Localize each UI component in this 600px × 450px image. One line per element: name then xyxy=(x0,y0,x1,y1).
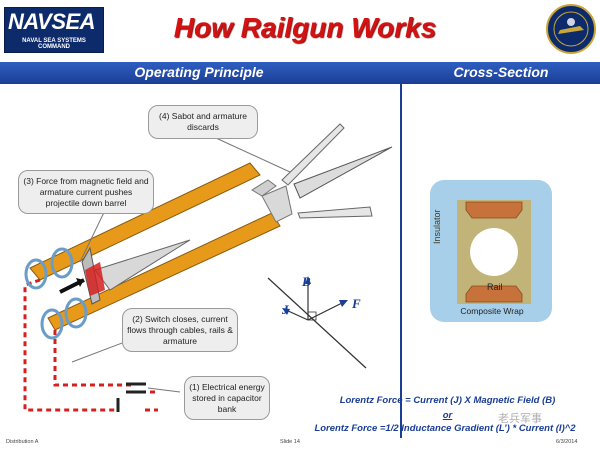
equation-or: or xyxy=(442,410,453,421)
callout-energy: (1) Electrical energy stored in capacito… xyxy=(184,376,270,420)
footer-date: 6/3/2014 xyxy=(556,439,578,445)
bore xyxy=(470,228,518,276)
rail-label: Rail xyxy=(487,282,503,292)
callout-sabot-discard: (4) Sabot and armature discards xyxy=(148,105,258,139)
lorentz-vector-diagram xyxy=(267,276,367,369)
composite-wrap-label: Composite Wrap xyxy=(460,306,524,316)
navsea-seal-icon xyxy=(546,4,596,54)
circuit-right xyxy=(53,330,135,387)
watermark: 老兵军事 xyxy=(498,413,542,425)
section-divider xyxy=(400,84,402,438)
rail-bottom xyxy=(465,285,523,303)
callout-switch: (2) Switch closes, current flows through… xyxy=(122,308,238,352)
cross-section-heading: Cross-Section xyxy=(453,64,549,80)
slide-title: How Railgun Works xyxy=(173,12,437,43)
rail-top xyxy=(465,201,523,219)
callout-force: (3) Force from magnetic field and armatu… xyxy=(18,170,154,214)
section-band xyxy=(0,62,600,84)
vector-b-label: B xyxy=(302,274,311,289)
logo-text: NAVSEA xyxy=(8,9,96,34)
footer-slide-number: Slide 14 xyxy=(280,439,300,445)
footer-distribution: Distribution A xyxy=(6,439,39,445)
vector-f-label: F xyxy=(352,296,361,311)
equation-cross-product: Lorentz Force = Current (J) X Magnetic F… xyxy=(339,395,556,406)
field-loop-3 xyxy=(40,308,64,340)
vector-j-label: J xyxy=(282,302,289,317)
operating-principle-heading: Operating Principle xyxy=(134,64,264,80)
railgun-diagram xyxy=(23,123,393,412)
equation-inductance: Lorentz Force =1/2 Inductance Gradient (… xyxy=(314,423,576,434)
sabot-discard-lower xyxy=(297,206,373,219)
field-loop-2 xyxy=(50,247,74,279)
insulator-label: Insulator xyxy=(432,209,442,244)
sabot-discard-upper xyxy=(281,123,345,186)
field-loop-1 xyxy=(24,258,48,290)
upper-rail xyxy=(29,162,261,281)
cross-section-diagram xyxy=(457,200,531,304)
navsea-logo xyxy=(4,7,104,53)
sabot-piece xyxy=(261,185,293,223)
lower-rail xyxy=(47,212,281,331)
projectile-free xyxy=(293,146,393,199)
logo-subtext: NAVAL SEA SYSTEMS COMMAND xyxy=(22,38,86,50)
field-loop-4 xyxy=(64,297,88,329)
